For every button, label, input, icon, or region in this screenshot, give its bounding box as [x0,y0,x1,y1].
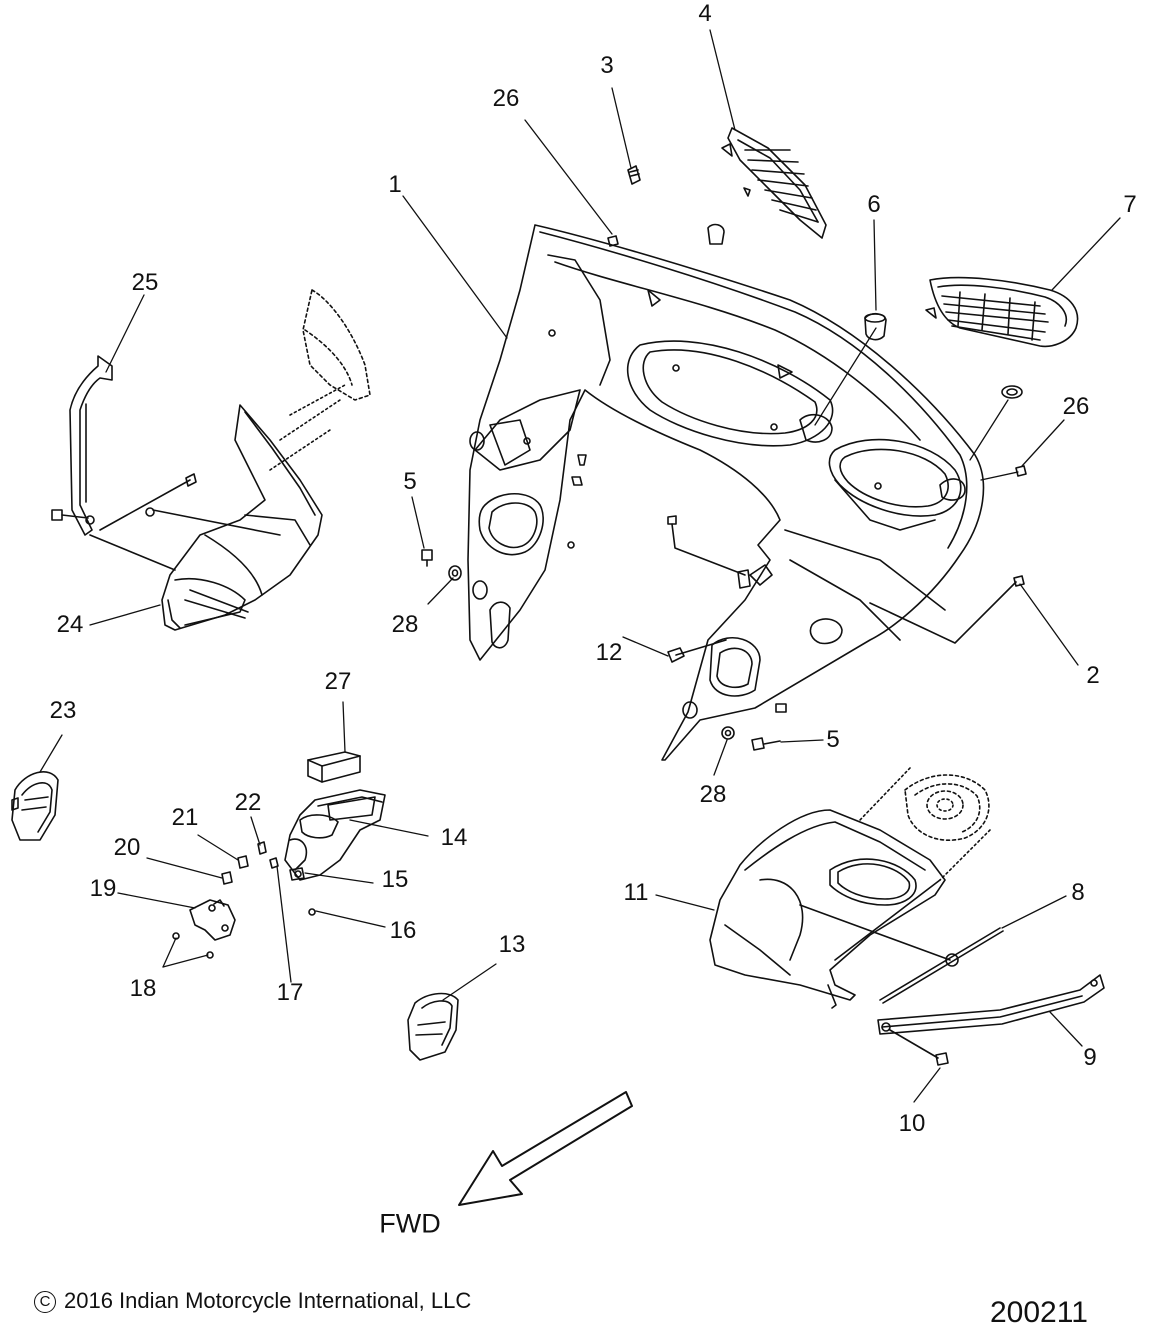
callout-7: 7 [1123,191,1137,218]
part-23-cover [12,772,58,840]
callout-6: 6 [867,191,881,218]
copyright-symbol: C [34,1291,56,1313]
callout-25: 25 [131,269,159,296]
forward-direction-label: FWD [379,1208,441,1239]
callout-11: 11 [623,879,649,906]
callout-19: 19 [89,875,117,902]
drawing-number: 200211 [990,1296,1088,1329]
fairing-fasteners [524,225,881,548]
part-24-speaker-pod [162,290,370,630]
part-21-pin [238,856,248,868]
part-8-rod [880,928,1003,1003]
callout-18: 18 [129,975,157,1002]
callout-27: 27 [324,668,352,695]
part-6-grommet [865,314,886,340]
callout-22: 22 [234,789,262,816]
part-5-28-hardware-left [422,550,461,580]
part-4-vent-grille [722,128,826,238]
part-15-nut [290,868,304,880]
part-11-speaker-pod [710,768,990,1008]
part-27-pad [308,752,360,782]
callout-17: 17 [276,979,304,1006]
part-26-screws [608,236,1026,476]
part-24-hardware [52,474,280,570]
callout-1: 1 [388,171,402,198]
callout-10: 10 [898,1110,926,1137]
callout-15: 15 [381,866,409,893]
forward-arrow [459,1092,632,1205]
copyright-text: 2016 Indian Motorcycle International, LL… [64,1288,472,1313]
callout-23: 23 [49,697,77,724]
callout-3: 3 [600,52,614,79]
part-18-screws [173,933,213,958]
callout-26-top: 26 [492,85,520,112]
callout-5-left: 5 [403,468,417,495]
callout-24: 24 [56,611,84,638]
callout-2: 2 [1086,662,1100,689]
callout-28-right: 28 [699,781,727,808]
part-17-screw [270,858,278,868]
leader-lines [40,30,1120,1102]
part-7-vent-grille [926,278,1078,347]
part-9-bracket [878,975,1104,1034]
callout-13: 13 [498,931,526,958]
part-20-screw [222,872,232,884]
part-2-screw [870,576,1024,643]
callout-8: 8 [1071,879,1085,906]
callout-26-right: 26 [1062,393,1090,420]
copyright-notice: C 2016 Indian Motorcycle International, L… [34,1288,471,1314]
part-16-nut [309,909,315,915]
part-19-bracket [190,900,235,940]
fairing-main [468,225,983,760]
part-12-clip [668,516,750,662]
callout-4: 4 [698,0,712,27]
callout-28-left: 28 [391,611,419,638]
part-14-housing [285,790,385,880]
part-10-screw [890,1030,948,1065]
callout-5-right: 5 [826,726,840,753]
callout-9: 9 [1083,1044,1097,1071]
callout-12: 12 [595,639,623,666]
callout-21: 21 [171,804,199,831]
fairing-grommet-right [1002,386,1022,398]
callout-14: 14 [440,824,468,851]
part-5-28-hardware-right [722,704,786,750]
part-13-cover [408,994,458,1060]
part-25-bracket [70,356,112,535]
part-3-clip [628,166,640,184]
callout-16: 16 [389,917,417,944]
part-22-spring [258,842,266,854]
callout-20: 20 [113,834,141,861]
